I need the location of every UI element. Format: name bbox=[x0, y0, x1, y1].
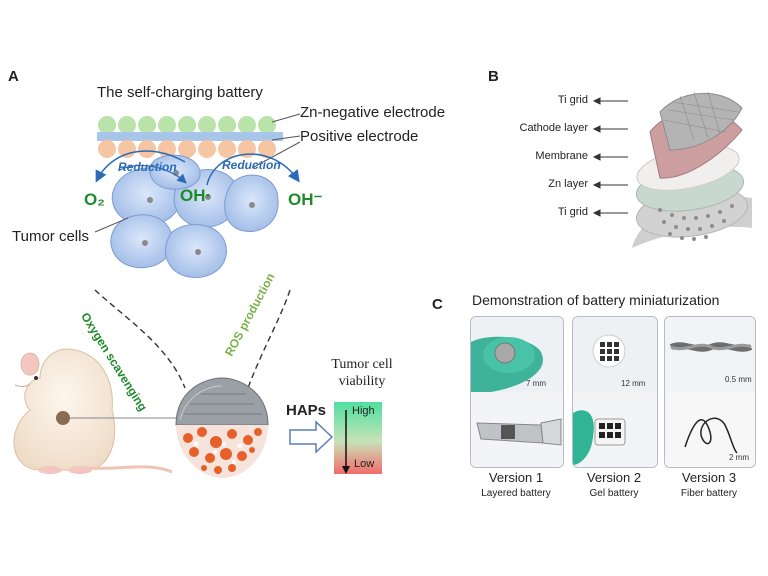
reduction-arrow-right bbox=[206, 153, 300, 186]
separator-bar bbox=[97, 132, 283, 141]
version-2-type: Gel battery bbox=[589, 488, 639, 499]
panel-c-letter: C bbox=[432, 296, 443, 313]
version-2-card: 12 mm bbox=[572, 316, 658, 468]
viability-title-line2: viability bbox=[338, 374, 386, 389]
version-3-scale-bottom: 2 mm bbox=[729, 453, 749, 462]
version-2-scale: 12 mm bbox=[621, 379, 646, 388]
panel-b-arrows bbox=[592, 97, 628, 217]
version-2-name: Version 2 bbox=[586, 470, 642, 485]
panel-a-letter: A bbox=[8, 68, 19, 85]
version-3-scale-top: 0.5 mm bbox=[725, 375, 752, 384]
o2-label: O₂ bbox=[84, 190, 105, 209]
layer-label-ti-grid-bottom: Ti grid bbox=[557, 206, 588, 218]
viability-high-label: High bbox=[352, 405, 375, 417]
version-3-name: Version 3 bbox=[681, 470, 737, 485]
layer-label-cathode: Cathode layer bbox=[519, 122, 589, 134]
version-1-type: Layered battery bbox=[481, 488, 551, 499]
zn-electrode-spheres bbox=[98, 116, 276, 134]
version-2-photos bbox=[573, 317, 657, 467]
zn-electrode-label: Zn-negative electrode bbox=[300, 104, 446, 121]
version-1-photos bbox=[471, 317, 563, 467]
haps-arrow bbox=[289, 420, 334, 454]
viability-title-line1: Tumor cell bbox=[331, 357, 393, 372]
panel-b-letter: B bbox=[488, 68, 499, 85]
tumor-cells-cluster bbox=[110, 154, 279, 278]
panel-c-title: Demonstration of battery miniaturization bbox=[472, 292, 720, 308]
version-3-photos bbox=[665, 317, 755, 467]
version-1-scale: 7 mm bbox=[526, 379, 546, 388]
haps-label: HAPs bbox=[286, 402, 327, 419]
tumor-cells-label: Tumor cells bbox=[12, 228, 89, 245]
viability-low-label: Low bbox=[354, 458, 375, 470]
battery-exploded-view bbox=[632, 91, 752, 248]
implant-battery-dome bbox=[175, 377, 269, 478]
dashed-curve-right bbox=[247, 289, 291, 389]
layer-label-ti-grid-top: Ti grid bbox=[557, 94, 588, 106]
reduction-arrow-left bbox=[95, 150, 186, 183]
version-1-name: Version 1 bbox=[488, 470, 544, 485]
positive-electrode-label: Positive electrode bbox=[300, 128, 419, 145]
rat-illustration bbox=[13, 348, 173, 474]
dashed-curve-left bbox=[94, 289, 186, 389]
reduction-label-left: Reduction bbox=[118, 160, 177, 174]
oh-radical-label: OH· bbox=[180, 186, 212, 205]
reduction-label-right: Reduction bbox=[222, 158, 281, 172]
version-3-type: Fiber battery bbox=[680, 488, 738, 499]
viability-gradient-bar bbox=[334, 402, 382, 474]
battery-title: The self-charging battery bbox=[97, 84, 263, 101]
layer-label-membrane: Membrane bbox=[535, 150, 588, 162]
version-3-card: 0.5 mm 2 mm bbox=[664, 316, 756, 468]
version-1-card: 7 mm bbox=[470, 316, 564, 468]
layer-label-zn: Zn layer bbox=[548, 178, 588, 190]
oh-minus-label: OH⁻ bbox=[288, 190, 323, 209]
